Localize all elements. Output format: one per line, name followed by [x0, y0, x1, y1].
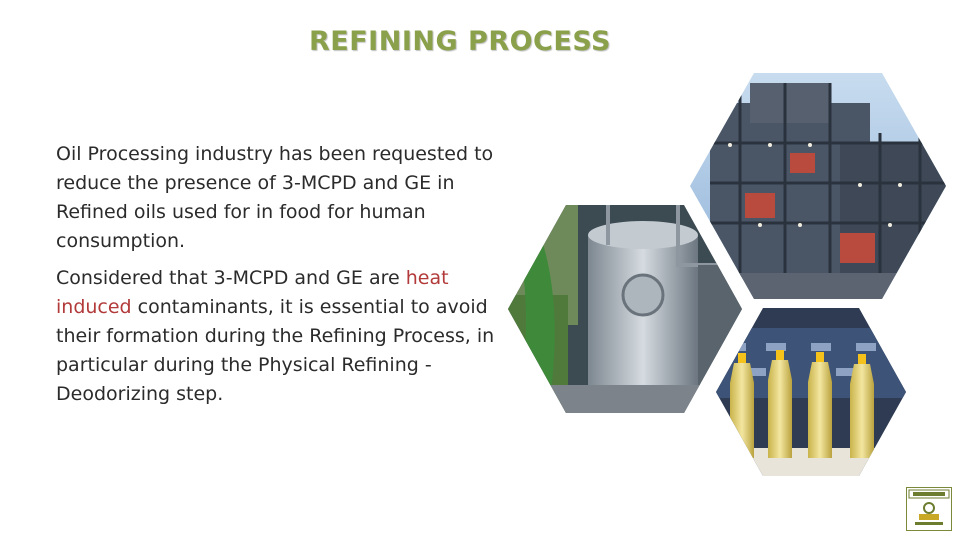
paragraph-2-start: Considered that 3-MCPD and GE are — [56, 267, 406, 289]
company-logo — [906, 487, 952, 531]
heat-induced-highlight: heat induced — [56, 267, 449, 318]
paragraph-2: Considered that 3-MCPD and GE are heat i… — [56, 264, 496, 409]
body-text: Oil Processing industry has been request… — [56, 140, 496, 417]
oil-bottles-photo — [716, 308, 906, 476]
slide-title: REFINING PROCESS — [309, 26, 611, 57]
refinery-plant-photo — [690, 73, 946, 299]
paragraph-1: Oil Processing industry has been request… — [56, 143, 494, 252]
deodorizer-vessel-photo — [508, 205, 742, 413]
paragraph-2-end: contaminants, it is essential to avoid t… — [56, 296, 495, 405]
